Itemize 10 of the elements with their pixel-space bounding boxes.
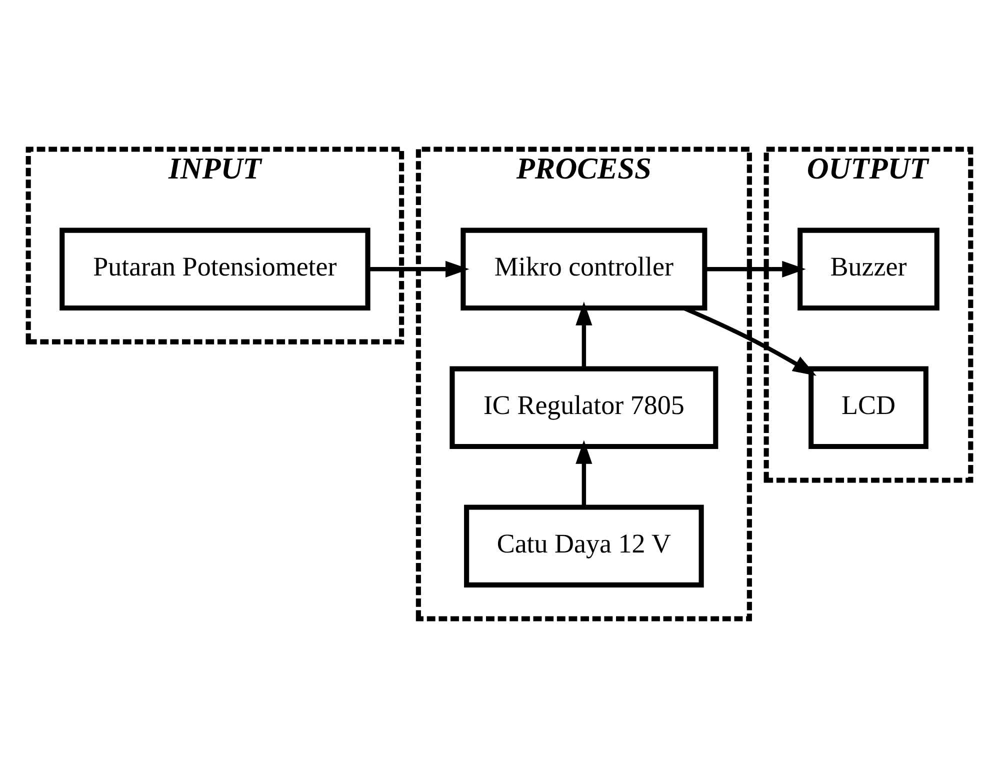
node-box: LCD xyxy=(808,366,928,449)
node-box: IC Regulator 7805 xyxy=(450,366,718,449)
arrow xyxy=(704,260,806,277)
node-box: Catu Daya 12 V xyxy=(464,504,704,587)
arrow xyxy=(576,301,592,368)
arrow xyxy=(576,440,592,507)
node-box: Buzzer xyxy=(798,227,940,310)
arrow xyxy=(368,260,470,277)
node-box: Mikro controller xyxy=(460,227,708,310)
node-box: Putaran Potensiometer xyxy=(60,227,370,310)
